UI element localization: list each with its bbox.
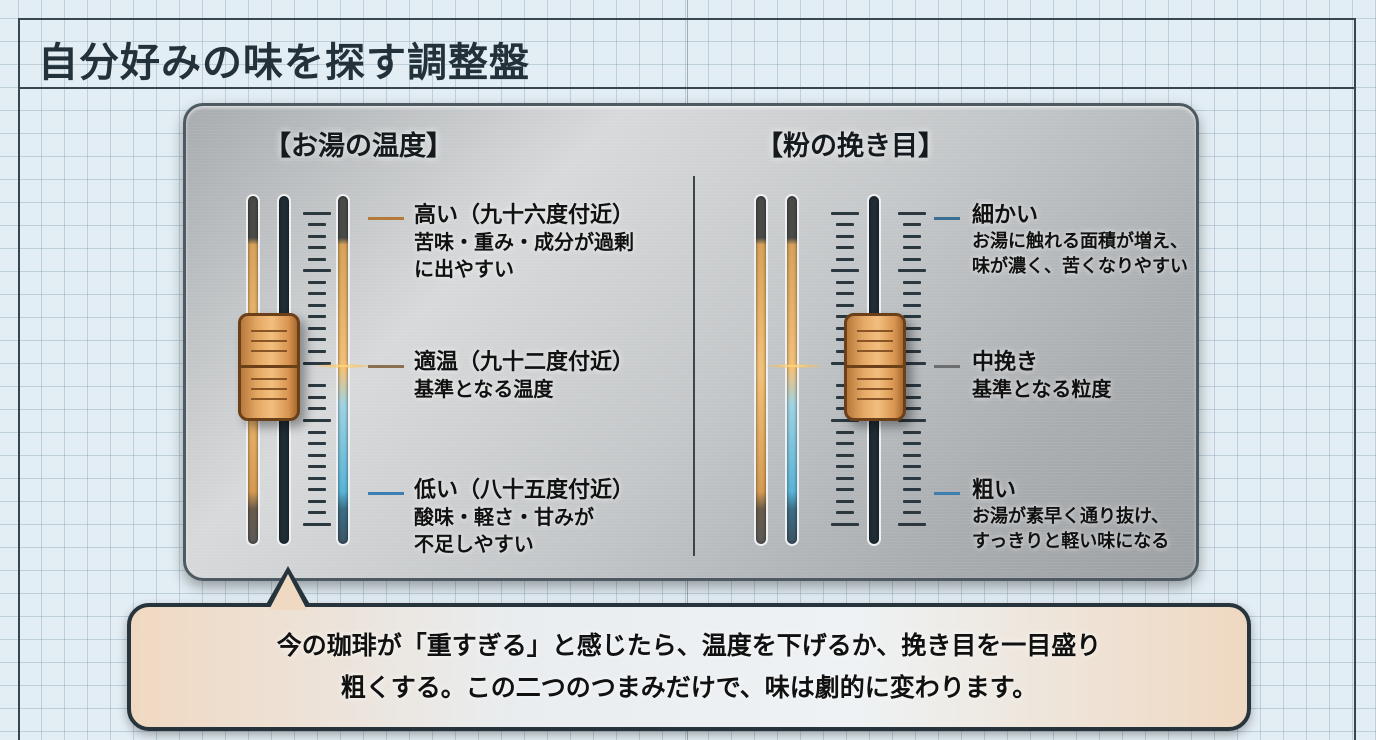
temperature-heat-meter xyxy=(336,194,350,546)
grind-medium-pointer xyxy=(934,365,960,368)
temperature-section-title: 【お湯の温度】 xyxy=(264,131,453,162)
grind-slider-knob[interactable] xyxy=(844,313,906,421)
temperature-mid-label: 適温（九十二度付近） 基準となる温度 xyxy=(414,350,635,401)
temperature-center-glow xyxy=(314,364,374,368)
grind-fine-label: 細かい お湯に触れる面積が増え、 味が濃く、苦くなりやすい xyxy=(972,203,1188,277)
grind-medium-label: 中挽き 基準となる粒度 xyxy=(972,350,1112,401)
temperature-high-pointer xyxy=(368,217,404,220)
section-divider xyxy=(693,176,695,556)
grind-center-glow xyxy=(764,364,824,368)
grind-coarse-pointer xyxy=(934,492,960,495)
grind-section-title: 【粉の挽き目】 xyxy=(756,131,945,162)
callout-tail-fill xyxy=(269,574,307,610)
grind-fine-pointer xyxy=(934,217,960,220)
grind-cool-meter xyxy=(785,194,799,546)
temperature-mid-pointer xyxy=(368,365,404,368)
grid-frame xyxy=(18,18,1356,740)
advice-text: 今の珈琲が「重すぎる」と感じたら、温度を下げるか、挽き目を一目盛り 粗くする。こ… xyxy=(276,631,1102,702)
grind-coarse-label: 粗い お湯が素早く通り抜け、 すっきりと軽い味になる xyxy=(972,478,1170,552)
page-title: 自分好みの味を探す調整盤 xyxy=(38,40,530,86)
temperature-slider-knob[interactable] xyxy=(238,313,300,421)
adjustment-panel: 【お湯の温度】 xyxy=(183,103,1199,581)
temperature-low-pointer xyxy=(368,492,404,495)
grind-amber-meter xyxy=(754,194,768,546)
temperature-high-label: 高い（九十六度付近） 苦味・重み・成分が過剰 に出やすい xyxy=(414,203,635,281)
advice-callout: 今の珈琲が「重すぎる」と感じたら、温度を下げるか、挽き目を一目盛り 粗くする。こ… xyxy=(127,603,1251,731)
temperature-low-label: 低い（八十五度付近） 酸味・軽さ・甘みが 不足しやすい xyxy=(414,478,635,556)
grind-scale-ticks-right xyxy=(898,212,926,532)
temperature-scale-ticks xyxy=(303,212,331,532)
title-row xyxy=(18,18,1356,89)
